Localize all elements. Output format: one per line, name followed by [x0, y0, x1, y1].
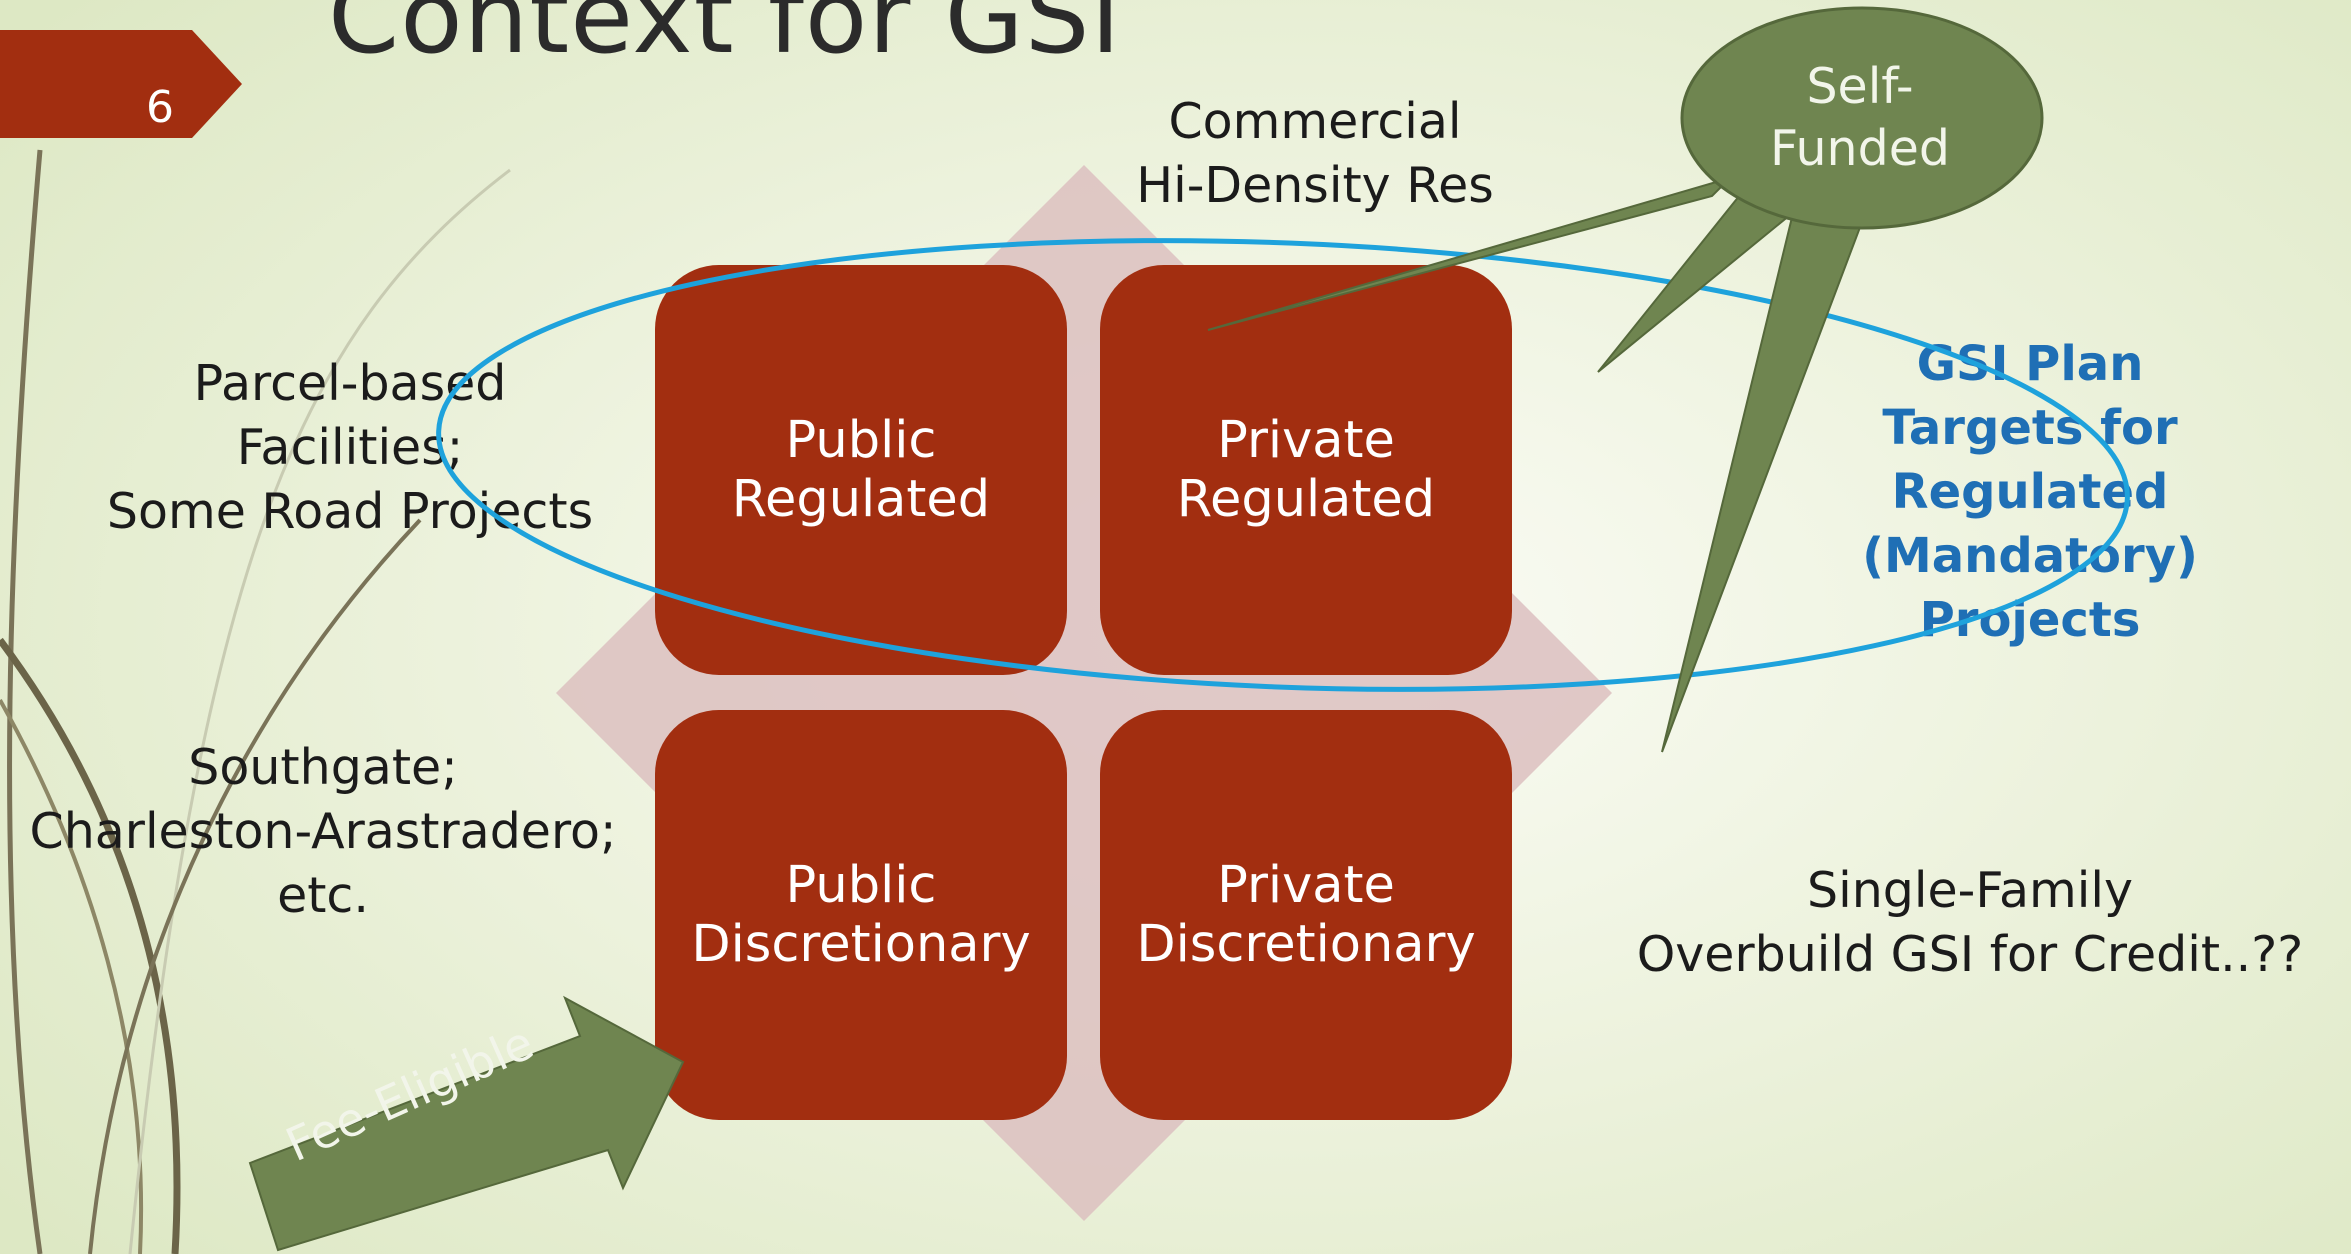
slide-title: Context for GSI	[328, 0, 1122, 77]
label-line: Charleston-Arastradero;	[29, 803, 617, 860]
label-line: Parcel-based	[193, 355, 507, 412]
label-left-bottom: Southgate; Charleston-Arastradero; etc.	[0, 736, 646, 928]
callout-line: Funded	[1770, 120, 1950, 177]
quadrant-private-discretionary: Private Discretionary	[1100, 710, 1512, 1120]
label-line: Single-Family	[1807, 862, 2133, 919]
decor-stem-2	[0, 637, 181, 1254]
quadrant-label-line: Public	[785, 411, 937, 470]
quadrant-label-line: Public	[785, 856, 937, 915]
quadrant-private-regulated: Private Regulated	[1100, 265, 1512, 675]
decor-stem-4	[128, 168, 511, 1254]
decor-stem-1	[7, 149, 43, 1254]
quadrant-label-line: Discretionary	[1136, 915, 1476, 974]
label-right-bottom: Single-Family Overbuild GSI for Credit..…	[1610, 859, 2330, 987]
note-line: (Mandatory)	[1862, 528, 2198, 584]
note-line: GSI Plan	[1916, 336, 2144, 392]
callout-text: Self- Funded	[1710, 56, 2010, 180]
quadrant-public-regulated: Public Regulated	[655, 265, 1067, 675]
slide-number-tab	[0, 30, 242, 138]
label-line: Some Road Projects	[106, 483, 594, 540]
note-line: Projects	[1919, 592, 2141, 648]
quadrant-label-line: Private	[1217, 856, 1395, 915]
quadrant-label-line: Private	[1217, 411, 1395, 470]
quadrant-public-discretionary: Public Discretionary	[655, 710, 1067, 1120]
quadrant-label-line: Regulated	[1176, 470, 1436, 529]
slide-number: 6	[146, 82, 174, 133]
label-line: Facilities;	[236, 419, 464, 476]
regulated-ellipse	[436, 238, 2130, 692]
label-line: etc.	[277, 867, 369, 924]
label-line: Southgate;	[188, 739, 458, 796]
label-line: Commercial	[1168, 93, 1462, 150]
label-line: Hi-Density Res	[1136, 157, 1494, 214]
label-top: Commercial Hi-Density Res	[1080, 90, 1550, 218]
quadrant-label-line: Discretionary	[691, 915, 1031, 974]
fee-eligible-arrow	[248, 995, 685, 1252]
self-funded-callout	[1680, 6, 2044, 230]
decor-stem-5	[88, 518, 422, 1254]
quadrant-label-line: Regulated	[731, 470, 991, 529]
callout-line: Self-	[1806, 58, 1914, 115]
note-line: Targets for	[1882, 400, 2178, 456]
label-left-top: Parcel-based Facilities; Some Road Proje…	[70, 352, 630, 544]
label-line: Overbuild GSI for Credit..??	[1636, 926, 2304, 983]
gsi-plan-note: GSI Plan Targets for Regulated (Mandator…	[1840, 332, 2220, 652]
